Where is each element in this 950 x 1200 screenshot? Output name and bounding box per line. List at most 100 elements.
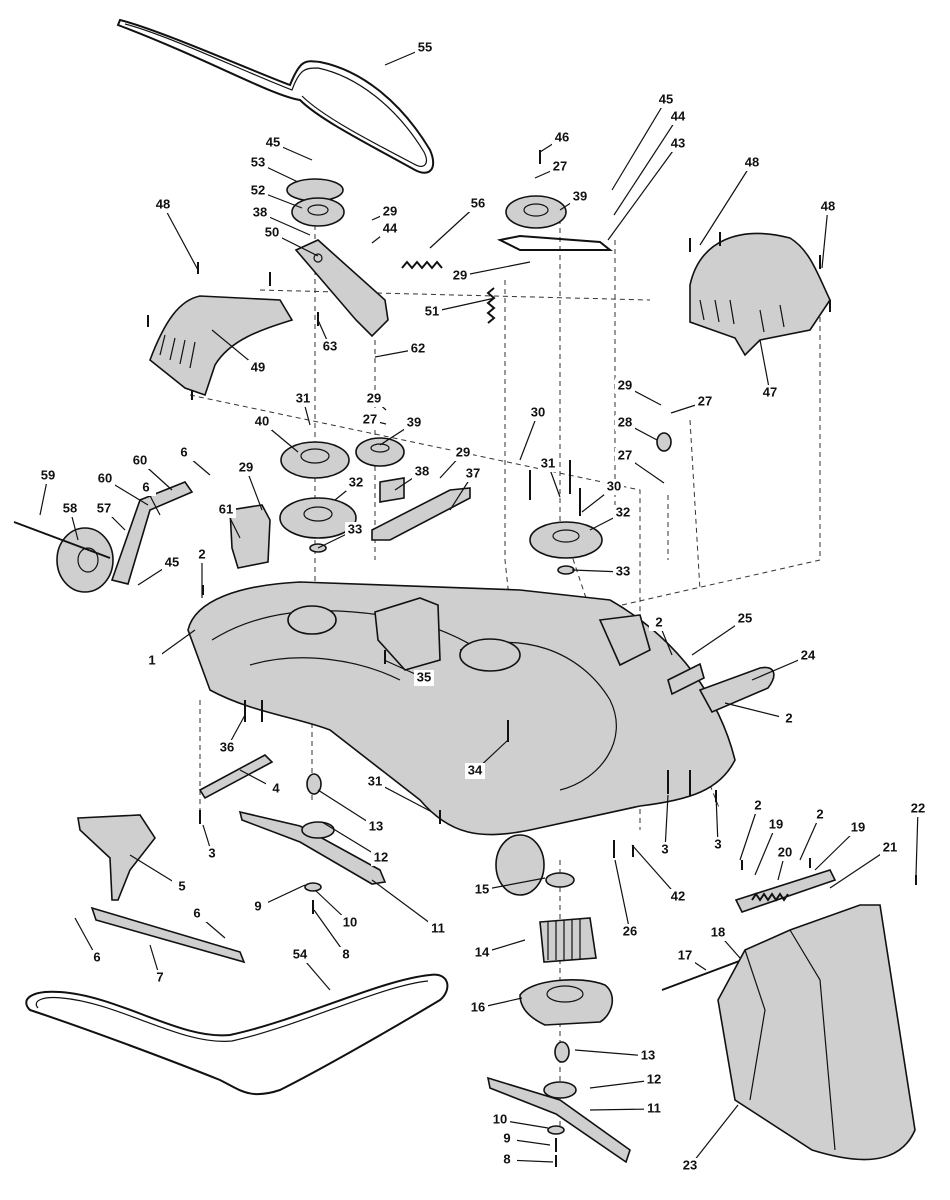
callout-label-c10a: 10 (343, 914, 357, 929)
callout-bg-c16 (468, 1000, 488, 1016)
callout-label-c8a: 8 (342, 946, 349, 961)
callout-label-c5: 5 (178, 878, 185, 893)
callout-label-c4: 4 (272, 780, 280, 795)
spindle-housing-left (287, 605, 337, 635)
pulley-52 (291, 197, 345, 227)
callout-label-c27c: 27 (698, 393, 712, 408)
idler-bracket-50 (294, 239, 389, 338)
callout-bg-c35 (414, 670, 434, 686)
callout-label-c2c: 2 (785, 710, 792, 725)
bracket-5 (77, 814, 156, 901)
callout-bg-c55a (415, 40, 435, 56)
callout-label-c37: 37 (466, 465, 480, 480)
callout-label-c54: 54 (293, 946, 308, 961)
callout-bg-c46 (552, 130, 572, 146)
callout-bg-c39b (404, 415, 424, 431)
callout-bg-c8a (336, 947, 356, 963)
link-4 (198, 754, 274, 800)
callout-label-c30a: 30 (531, 404, 545, 419)
callout-bg-c62 (408, 341, 428, 357)
rod-17 (661, 959, 743, 991)
callout-bg-c6c (87, 950, 107, 966)
callout-label-c9b: 9 (503, 1130, 510, 1145)
washer-10-left (304, 882, 322, 892)
callout-bg-c6d (187, 906, 207, 922)
callout-label-c45a: 45 (266, 134, 280, 149)
callout-label-c12b: 12 (647, 1071, 661, 1086)
callout-label-c28: 28 (618, 414, 632, 429)
callout-bg-c6b (136, 480, 156, 496)
callout-label-c48b: 48 (745, 154, 759, 169)
callout-label-c16: 16 (471, 999, 485, 1014)
callout-label-c23: 23 (683, 1157, 697, 1172)
callout-label-c10b: 10 (493, 1111, 507, 1126)
callout-label-c25: 25 (738, 610, 752, 625)
leader-c44b (613, 116, 679, 216)
callout-bg-c27d (615, 448, 635, 464)
callout-label-c59: 59 (41, 467, 55, 482)
pulley-32-right (529, 521, 603, 559)
callout-bg-c2a (192, 547, 212, 563)
callout-bg-c29f (453, 445, 473, 461)
hanger-24 (698, 666, 775, 714)
spring-56 (401, 260, 443, 270)
callout-bg-c29e (236, 460, 256, 476)
callout-bg-c31b (538, 456, 558, 472)
callout-label-c11a: 11 (431, 920, 445, 935)
callout-label-c26: 26 (623, 923, 637, 938)
callout-bg-c14 (472, 945, 492, 961)
callout-bg-c1 (142, 653, 162, 669)
callout-label-c19b: 19 (851, 819, 865, 834)
callout-bg-c12a (371, 850, 391, 866)
callout-label-c55a: 55 (418, 39, 432, 54)
callout-label-c29f: 29 (456, 444, 470, 459)
callout-bg-c45c (162, 555, 182, 571)
callout-bg-c39a (570, 189, 590, 205)
callout-bg-c23 (680, 1158, 700, 1174)
callout-label-c32b: 32 (616, 504, 630, 519)
pulley-15 (545, 872, 575, 888)
deck-bracket (374, 597, 441, 671)
callout-bg-c26 (620, 924, 640, 940)
idler-arm-upper (496, 234, 613, 251)
washer-10-right (547, 1125, 565, 1135)
callout-label-c56: 56 (471, 195, 485, 210)
callout-bg-c28 (615, 415, 635, 431)
callout-label-c60a: 60 (133, 452, 147, 467)
callout-bg-c2c (779, 711, 799, 727)
callout-label-c53a: 53 (251, 154, 265, 169)
callout-bg-c9b (497, 1131, 517, 1147)
callout-label-c44a: 44 (383, 220, 398, 235)
callout-bg-c44a (380, 221, 400, 237)
callout-bg-c22 (908, 801, 928, 817)
callout-bg-c49 (248, 360, 268, 376)
adapter-12-right (543, 1081, 577, 1099)
callout-bg-c52 (248, 183, 268, 199)
callout-label-c6d: 6 (193, 905, 200, 920)
callout-label-c48a: 48 (156, 196, 170, 211)
callout-bg-c63 (320, 339, 340, 355)
leader-c29b (459, 261, 531, 277)
callout-label-c33b: 33 (616, 563, 630, 578)
callout-bg-c32b (613, 505, 633, 521)
callout-label-c34: 34 (468, 762, 483, 777)
callout-bg-c3a (202, 846, 222, 862)
leader-c2d (739, 805, 759, 861)
callout-label-c46: 46 (555, 129, 569, 144)
callout-bg-c3b (655, 842, 675, 858)
callout-label-c13b: 13 (641, 1047, 655, 1062)
callout-bg-c31c (365, 774, 385, 790)
callout-bg-c27c (695, 394, 715, 410)
callout-label-c9a: 9 (254, 898, 261, 913)
callout-label-c2b: 2 (655, 614, 662, 629)
gear-14 (539, 917, 597, 963)
callout-label-c58: 58 (63, 500, 77, 515)
bolt-59 (13, 521, 111, 559)
callout-label-c44b: 44 (671, 108, 686, 123)
callout-label-c27b: 27 (363, 411, 377, 426)
pulley-39-upper (505, 195, 567, 229)
callout-bg-c60b (95, 471, 115, 487)
callout-label-c6c: 6 (93, 949, 100, 964)
callout-bg-c7 (150, 970, 170, 986)
callout-label-c15: 15 (475, 881, 489, 896)
